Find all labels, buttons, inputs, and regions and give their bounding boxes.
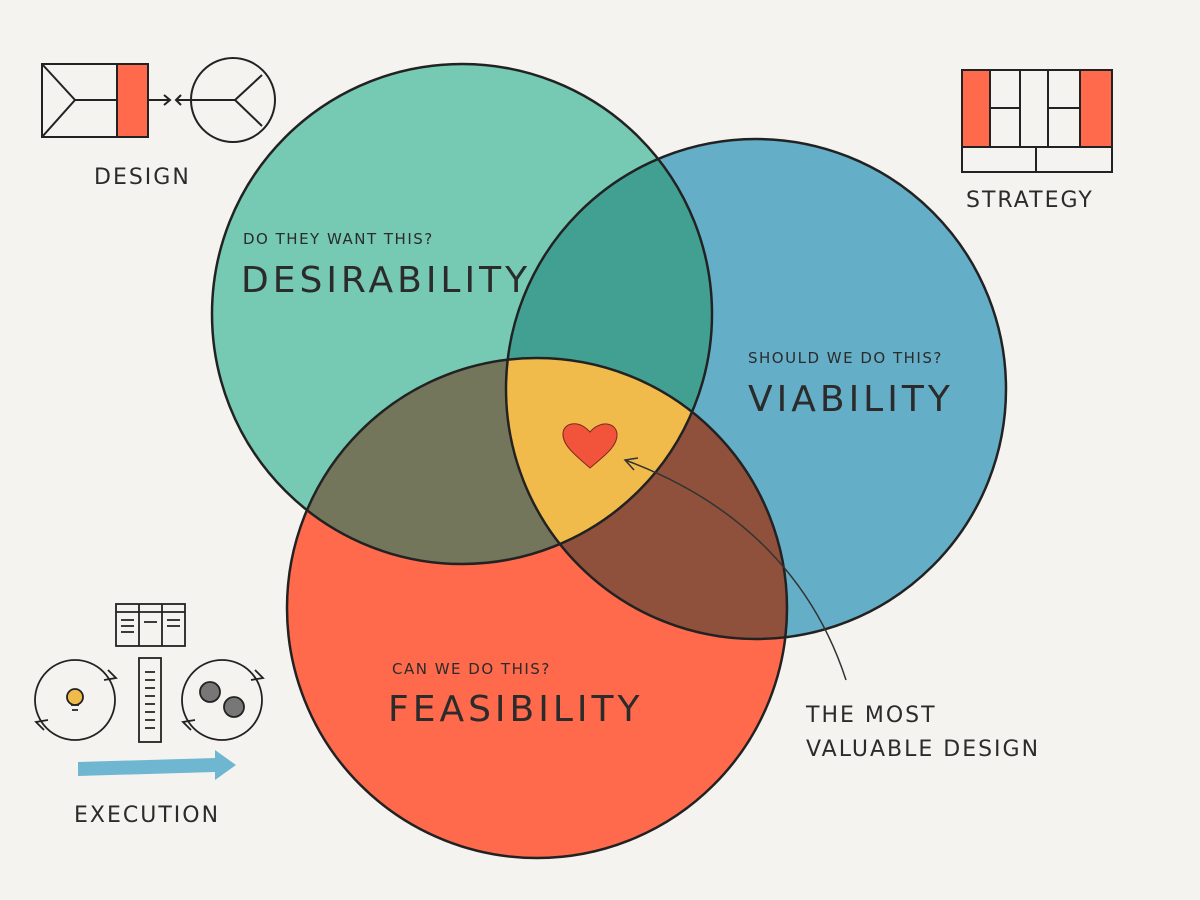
desirability-question: DO THEY WANT THIS?: [243, 230, 434, 248]
desirability-title: DESIRABILITY: [241, 260, 531, 301]
heart-icon: [562, 423, 618, 469]
viability-title: VIABILITY: [748, 379, 954, 420]
feasibility-question: CAN WE DO THIS?: [392, 660, 551, 678]
annotation-line-2: VALUABLE DESIGN: [806, 737, 1040, 762]
annotation-arrow: [624, 459, 847, 681]
strategy-label: STRATEGY: [966, 188, 1094, 213]
design-label: DESIGN: [94, 165, 191, 190]
strategy-grid-icon: [961, 69, 1113, 173]
feasibility-title: FEASIBILITY: [388, 689, 644, 730]
annotation-arrowhead: [623, 457, 639, 471]
design-sketch-icon: [41, 57, 276, 143]
viability-question: SHOULD WE DO THIS?: [748, 349, 943, 367]
execution-label: EXECUTION: [74, 803, 220, 828]
execution-sketch-icon: [34, 603, 265, 743]
annotation-line-1: THE MOST: [805, 703, 937, 728]
circle-outlines: [210, 62, 1008, 860]
execution-arrow: [78, 750, 236, 780]
design-accent-block: [116, 63, 149, 138]
